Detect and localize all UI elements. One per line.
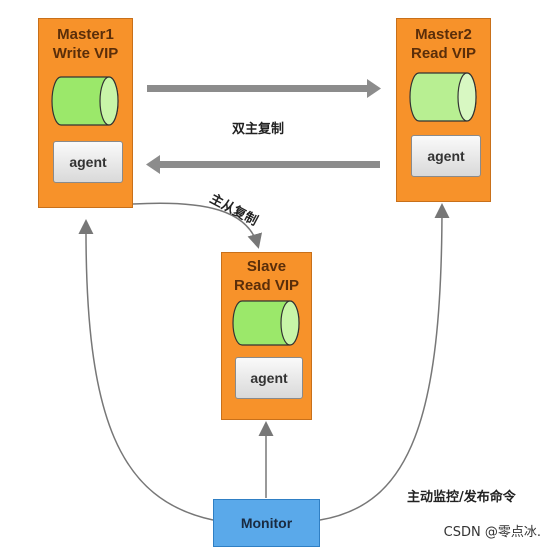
master1-title: Master1 Write VIP <box>39 25 132 63</box>
active-monitoring-label: 主动监控/发布命令 <box>407 490 516 505</box>
dual-master-replication-label: 双主复制 <box>232 122 285 137</box>
database-icon <box>409 72 477 122</box>
slave-title: Slave Read VIP <box>222 257 311 295</box>
slave-node: Slave Read VIP agent <box>221 252 312 420</box>
slave-role: Read VIP <box>233 277 300 294</box>
database-icon <box>232 300 300 346</box>
replication-arrow-m1-to-slave <box>132 202 263 249</box>
slave-agent: agent <box>235 357 303 399</box>
master2-node: Master2 Read VIP agent <box>396 18 491 202</box>
replication-arrow-m2-to-m1 <box>146 155 380 174</box>
master1-role: Write VIP <box>52 45 119 62</box>
monitor-arrow-to-master2 <box>319 203 450 521</box>
replication-arrow-m1-to-m2 <box>147 79 381 98</box>
database-icon <box>51 76 119 126</box>
master2-name: Master2 <box>415 26 472 43</box>
master1-name: Master1 <box>57 26 114 43</box>
master1-node: Master1 Write VIP agent <box>38 18 133 208</box>
monitor-arrow-to-master1 <box>78 219 214 521</box>
slave-name: Slave <box>246 258 287 275</box>
watermark: CSDN @零点冰. <box>443 525 541 540</box>
monitor-node: Monitor <box>213 499 320 547</box>
master2-agent: agent <box>411 135 481 177</box>
master2-title: Master2 Read VIP <box>397 25 490 63</box>
master2-role: Read VIP <box>410 45 477 62</box>
master1-agent: agent <box>53 141 123 183</box>
